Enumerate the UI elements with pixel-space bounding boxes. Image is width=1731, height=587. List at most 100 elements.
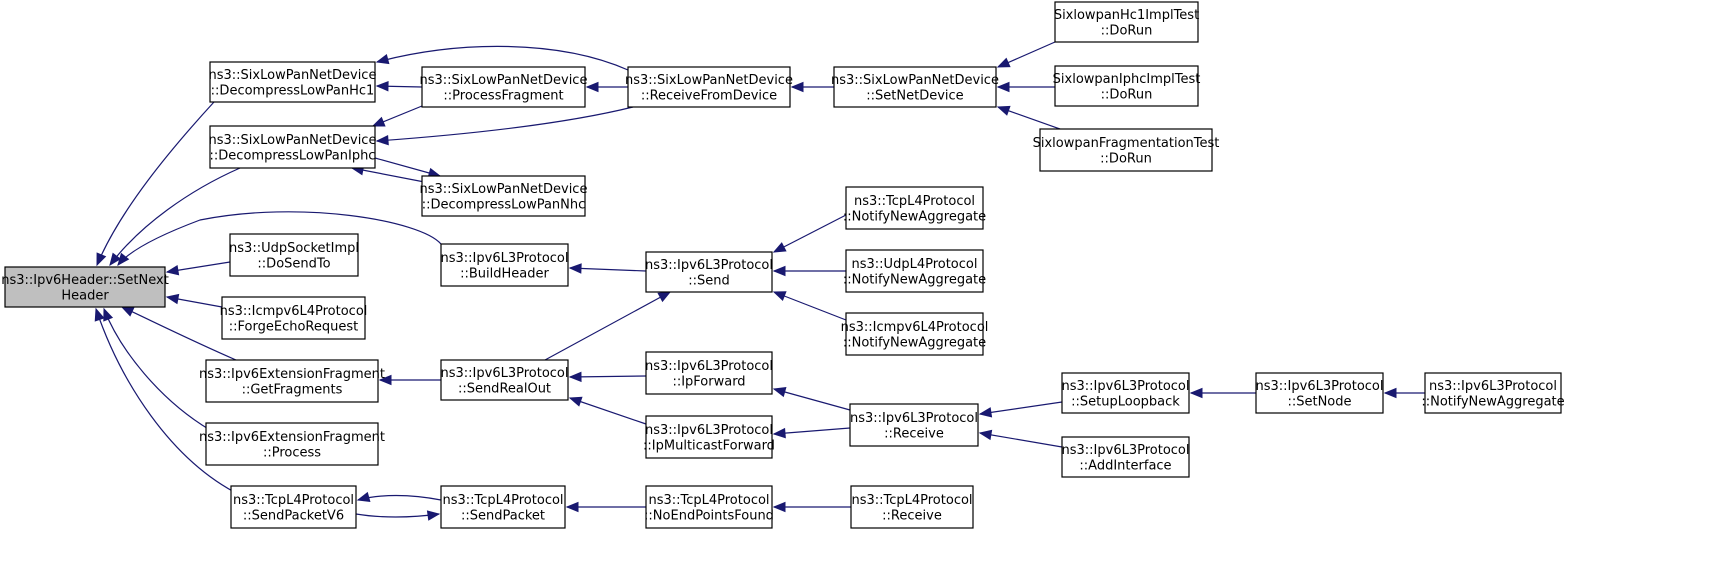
node-ip_fwd[interactable]: ns3::Ipv6L3Protocol::IpForward (645, 351, 773, 395)
node-label-line: ns3::SixLowPanNetDevice (831, 73, 999, 88)
node-dec_nhc[interactable]: ns3::SixLowPanNetDevice::DecompressLowPa… (420, 175, 588, 217)
node-label-line: ns3::TcpL4Protocol (233, 493, 354, 508)
node-hc1_test[interactable]: SixlowpanHc1ImplTest::DoRun (1054, 1, 1199, 43)
node-box (845, 312, 984, 356)
edge-send_real-to-l3_send (544, 291, 672, 361)
edge-hc1_test-to-set_netdev (996, 41, 1056, 68)
node-no_ep[interactable]: ns3::TcpL4Protocol::NoEndPointsFound (644, 485, 774, 529)
node-label-line: ns3::SixLowPanNetDevice (420, 182, 588, 197)
edge-frag_test-to-set_netdev (996, 105, 1061, 130)
node-setup_lb[interactable]: ns3::Ipv6L3Protocol::SetupLoopback (1061, 372, 1190, 414)
node-box (833, 66, 997, 108)
edge-proc_frag-to-dec_hc1 (375, 81, 423, 92)
edge-iphc_test-to-set_netdev (996, 81, 1055, 93)
arrowhead-icon (109, 252, 122, 267)
arrowhead-icon (375, 81, 389, 92)
node-box (421, 175, 586, 217)
node-label-line: ::IpForward (672, 374, 745, 389)
node-udp_send[interactable]: ns3::UdpSocketImpl::DoSendTo (229, 233, 359, 277)
arrowhead-icon (375, 53, 390, 65)
edge-tcp_recv-to-no_ep (772, 501, 851, 513)
node-frag_test[interactable]: SixlowpanFragmentationTest::DoRun (1033, 128, 1220, 172)
node-label-line: ns3::Ipv6L3Protocol (645, 359, 773, 374)
node-iphc_test[interactable]: SixlowpanIphcImplTest::DoRun (1053, 65, 1201, 107)
arrowhead-icon (120, 306, 135, 317)
edge-get_frags-to-root (120, 306, 237, 361)
node-udp_nna[interactable]: ns3::UdpL4Protocol::NotifyNewAggregate (843, 249, 986, 293)
node-l3_send[interactable]: ns3::Ipv6L3Protocol::Send (645, 251, 773, 293)
node-tcp_nna[interactable]: ns3::TcpL4Protocol::NotifyNewAggregate (843, 186, 986, 230)
arrowhead-icon (375, 134, 389, 146)
node-label-line: ns3::Ipv6L3Protocol (850, 411, 978, 426)
edge-udp_nna-to-l3_send (772, 265, 846, 277)
edge-add_if-to-l3_recv (978, 429, 1063, 448)
node-ext_proc[interactable]: ns3::Ipv6ExtensionFragment::Process (199, 422, 385, 466)
node-label-line: ns3::Ipv6ExtensionFragment (199, 367, 385, 382)
node-box (1054, 1, 1199, 43)
edge-set_node-to-setup_lb (1189, 387, 1256, 399)
node-label-line: ns3::SixLowPanNetDevice (209, 68, 377, 83)
edge-no_ep-to-tcp_sp (565, 501, 646, 513)
node-label-line: ::DoRun (1101, 23, 1153, 38)
node-set_netdev[interactable]: ns3::SixLowPanNetDevice::SetNetDevice (831, 66, 999, 108)
node-label-line: ns3::Ipv6Header::SetNext (1, 273, 169, 288)
arrowhead-icon (568, 396, 583, 407)
edge-tcp_sp-to-tcp_spv6 (356, 491, 442, 503)
node-box (645, 485, 773, 529)
node-box (645, 351, 773, 395)
node-label-line: ::SetNetDevice (866, 88, 963, 103)
arrowhead-icon (585, 81, 599, 93)
node-label-line: ns3::TcpL4Protocol (854, 194, 975, 209)
arrowhead-icon (371, 116, 386, 127)
arrowhead-icon (165, 293, 180, 305)
node-send_real[interactable]: ns3::Ipv6L3Protocol::SendRealOut (440, 359, 569, 401)
node-ip_mcast[interactable]: ns3::Ipv6L3Protocol::IpMulticastForward (643, 415, 775, 459)
node-label-line: ::AddInterface (1079, 458, 1171, 473)
node-get_frags[interactable]: ns3::Ipv6ExtensionFragment::GetFragments (199, 359, 385, 403)
node-label-line: ::DoSendTo (257, 256, 330, 271)
arrowhead-icon (378, 374, 392, 386)
node-dec_iphc[interactable]: ns3::SixLowPanNetDevice::DecompressLowPa… (209, 125, 377, 169)
node-label-line: ::SetupLoopback (1071, 394, 1180, 409)
edge-l3_send-to-build_hdr (568, 263, 647, 274)
edge-line (95, 308, 241, 496)
node-label-line: ns3::SixLowPanNetDevice (625, 73, 793, 88)
arrowhead-icon (772, 291, 787, 302)
node-box (1061, 372, 1190, 414)
edge-send_real-to-get_frags (378, 374, 441, 386)
node-dec_hc1[interactable]: ns3::SixLowPanNetDevice::DecompressLowPa… (209, 61, 377, 103)
edge-udp_send-to-root (165, 261, 231, 276)
node-label-line: SixlowpanHc1ImplTest (1054, 8, 1199, 23)
node-recv_dev[interactable]: ns3::SixLowPanNetDevice::ReceiveFromDevi… (625, 66, 793, 108)
node-label-line: ns3::Ipv6L3Protocol (1429, 379, 1557, 394)
node-set_node[interactable]: ns3::Ipv6L3Protocol::SetNode (1255, 372, 1384, 414)
edge-proc_frag-to-dec_iphc (371, 105, 423, 127)
node-label-line: ns3::Ipv6L3Protocol (441, 251, 569, 266)
node-build_hdr[interactable]: ns3::Ipv6L3Protocol::BuildHeader (440, 243, 569, 287)
edge-tcp_spv6-to-root (94, 307, 241, 496)
arrowhead-icon (356, 491, 371, 503)
node-label-line: ns3::Ipv6L3Protocol (441, 366, 569, 381)
node-tcp_sp[interactable]: ns3::TcpL4Protocol::SendPacket (440, 485, 566, 529)
node-tcp_spv6[interactable]: ns3::TcpL4Protocol::SendPacketV6 (230, 485, 357, 529)
node-icmp_echo[interactable]: ns3::Icmpv6L4Protocol::ForgeEchoRequest (220, 296, 368, 340)
node-label-line: ns3::Ipv6L3Protocol (1256, 379, 1384, 394)
arrowhead-icon (568, 263, 582, 274)
arrowhead-icon (165, 265, 180, 276)
arrowhead-icon (1189, 387, 1203, 399)
edge-l3_recv-to-ip_mcast (772, 427, 851, 439)
edge-line (355, 513, 440, 518)
arrowhead-icon (772, 501, 786, 513)
node-tcp_recv[interactable]: ns3::TcpL4Protocol::Receive (850, 485, 974, 529)
node-icmp_nna[interactable]: ns3::Icmpv6L4Protocol::NotifyNewAggregat… (841, 312, 989, 356)
edge-ip_fwd-to-send_real (568, 371, 647, 383)
node-proc_frag[interactable]: ns3::SixLowPanNetDevice::ProcessFragment (420, 66, 588, 108)
edge-line (979, 432, 1063, 448)
node-label-line: ns3::Ipv6L3Protocol (1062, 443, 1190, 458)
node-l3_nna[interactable]: ns3::Ipv6L3Protocol::NotifyNewAggregate (1421, 372, 1565, 414)
node-label-line: ::SetNode (1287, 394, 1351, 409)
node-l3_recv[interactable]: ns3::Ipv6L3Protocol::Receive (849, 403, 979, 447)
node-add_if[interactable]: ns3::Ipv6L3Protocol::AddInterface (1061, 436, 1190, 478)
